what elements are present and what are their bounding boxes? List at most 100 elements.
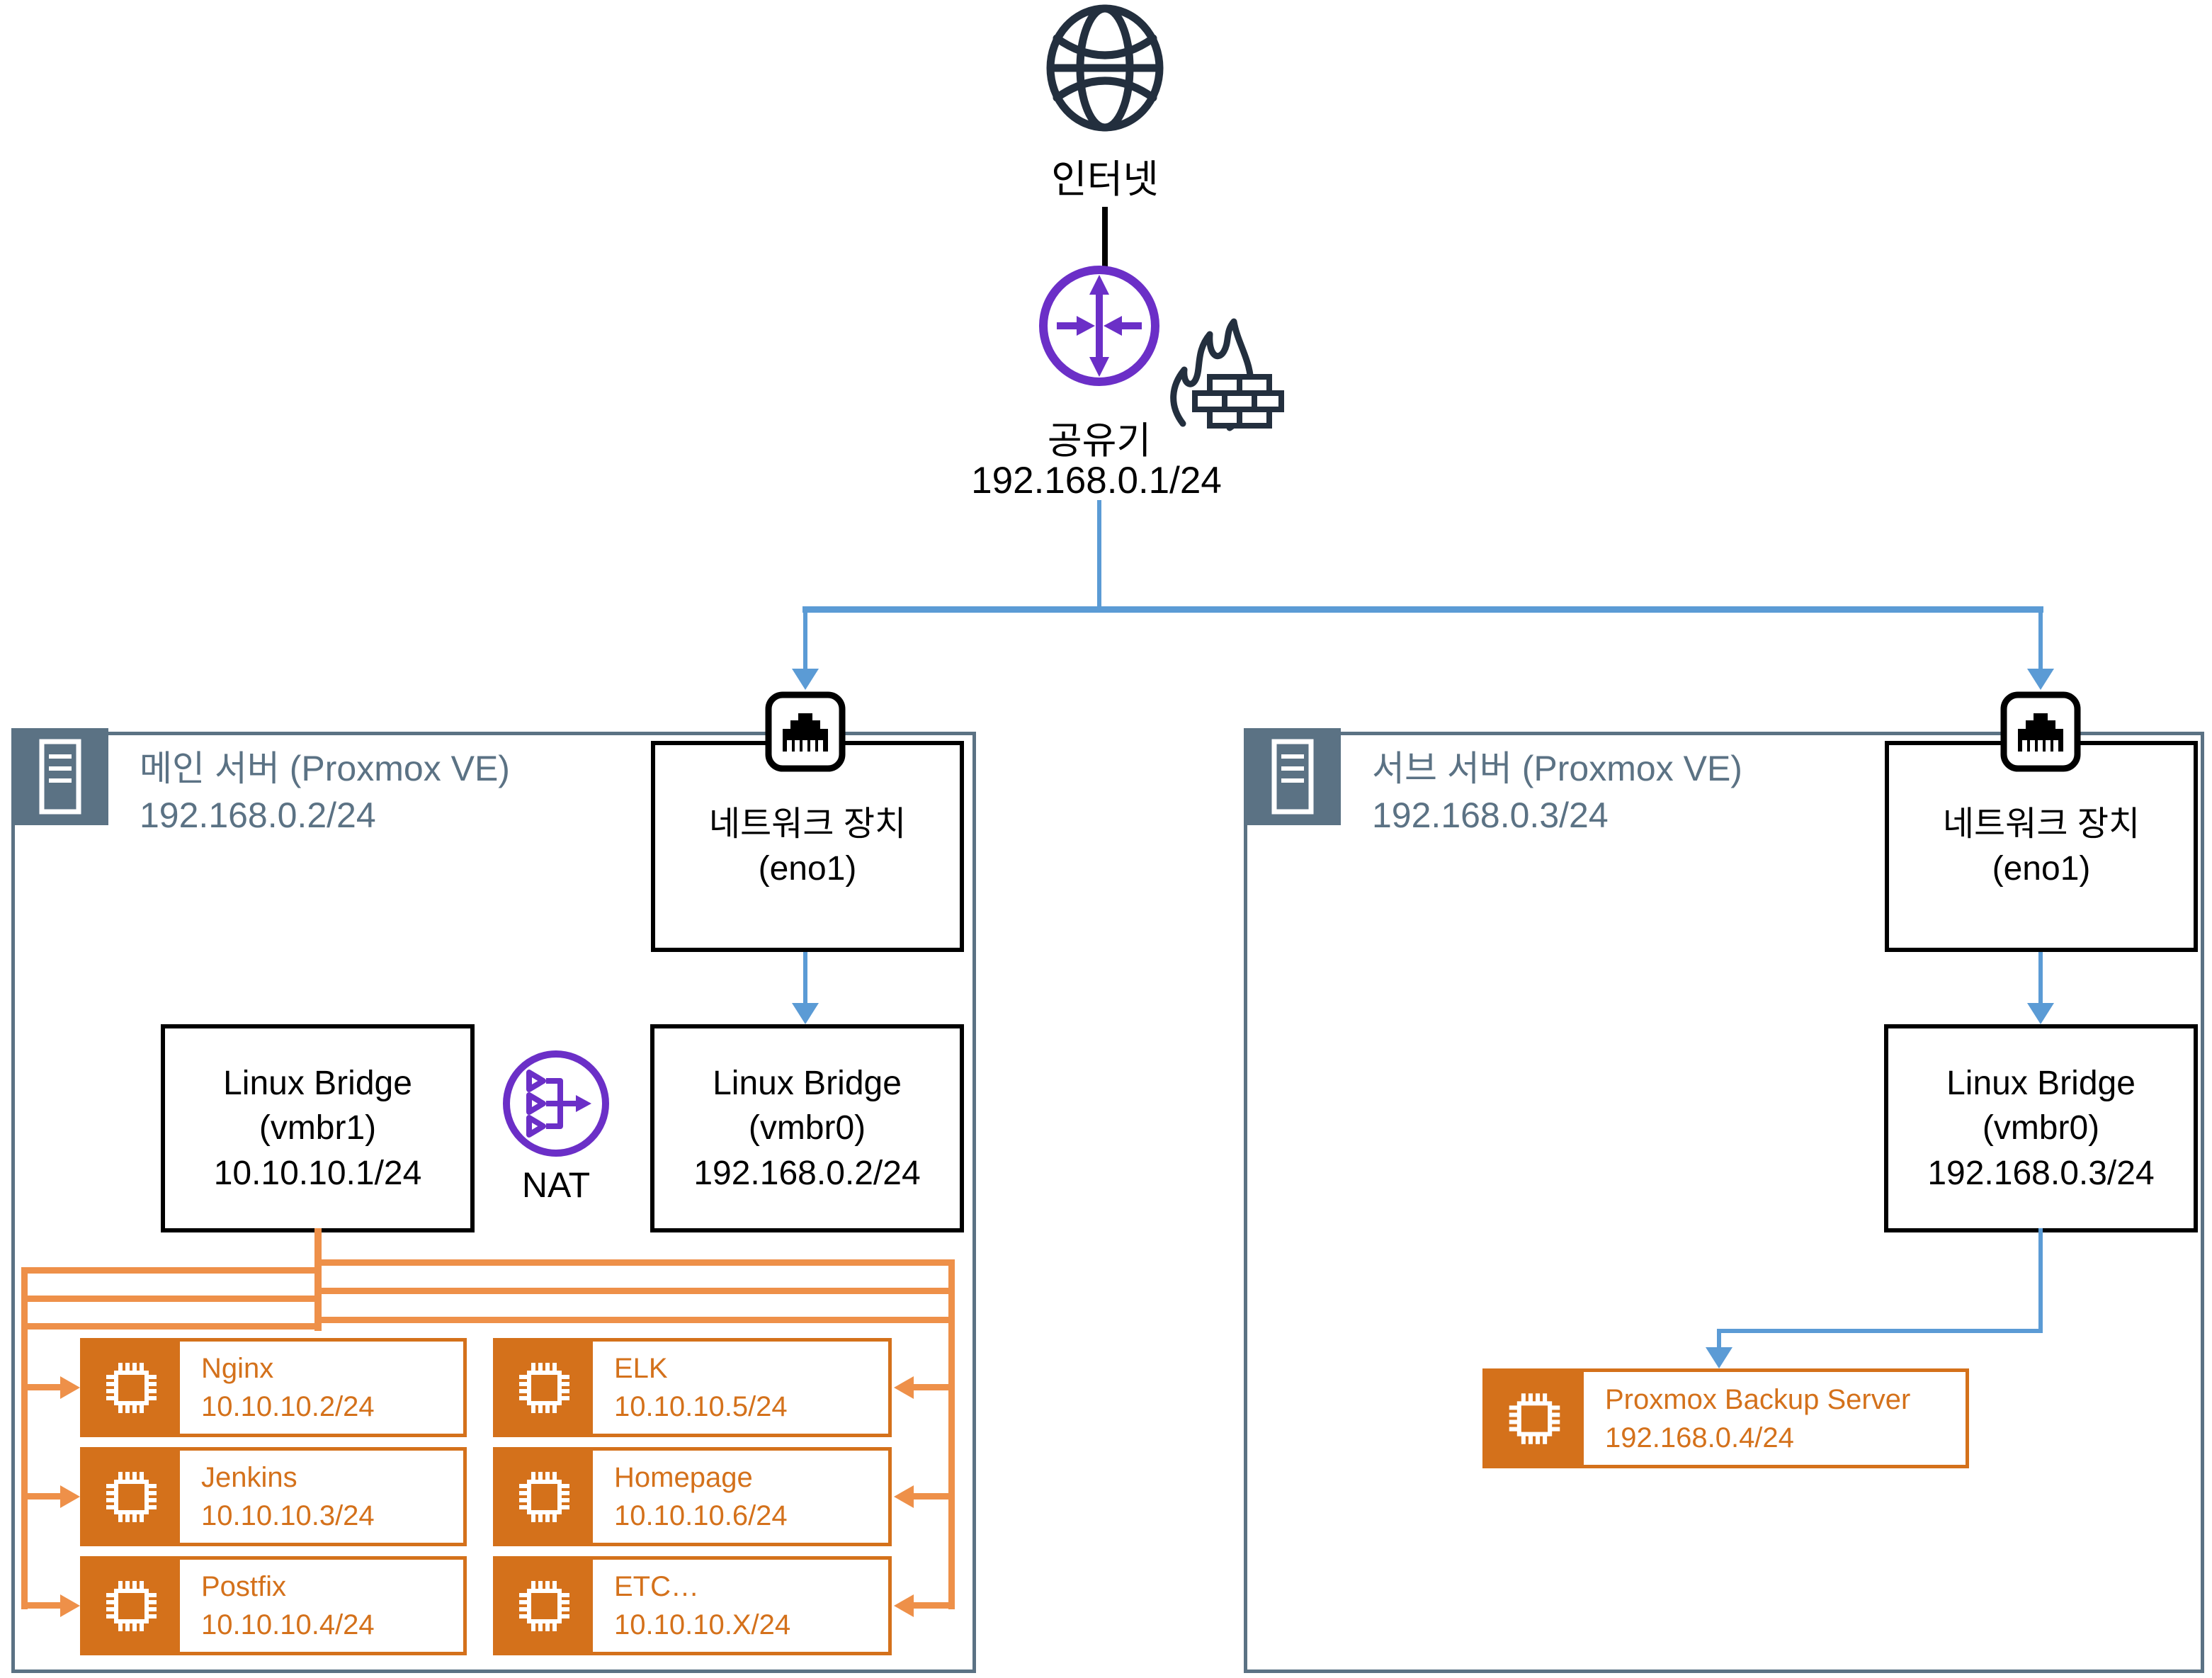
sub-server-badge	[1244, 728, 1341, 825]
vm-name: ETC…	[614, 1571, 699, 1602]
globe-icon	[1046, 4, 1164, 132]
main-nic-line2: (eno1)	[758, 850, 857, 888]
sub-bridge-horizontal-line	[1717, 1329, 2043, 1333]
sub-nic-to-bridge-arrow	[2027, 1003, 2054, 1024]
main-server-ip: 192.168.0.2/24	[140, 795, 376, 835]
sub-nic-to-bridge-line	[2038, 952, 2043, 1004]
chip-icon	[106, 1581, 157, 1631]
bus-right-line-3	[314, 1317, 955, 1323]
sub-bridge0-line3: 192.168.0.3/24	[1927, 1154, 2155, 1192]
ethernet-port-icon	[765, 691, 846, 772]
arrow-head-elk	[894, 1376, 914, 1399]
bus-left-line-2	[21, 1296, 322, 1302]
main-nic-to-bridge-arrow	[792, 1003, 819, 1024]
ethernet-port-icon	[2000, 691, 2081, 772]
vm-chip-cell	[83, 1559, 180, 1653]
vm-box-homepage: Homepage 10.10.10.6/24	[493, 1447, 892, 1546]
sub-server-title: 서브 서버 (Proxmox VE) 192.168.0.3/24	[1372, 745, 1742, 839]
vm-ip: 10.10.10.6/24	[614, 1500, 788, 1531]
arrow-head-nginx	[60, 1376, 80, 1399]
main-server-name: 메인 서버 (Proxmox VE)	[140, 749, 510, 788]
chip-icon	[1509, 1393, 1560, 1444]
main-bridge0-line3: 192.168.0.2/24	[693, 1154, 921, 1192]
main-server-title: 메인 서버 (Proxmox VE) 192.168.0.2/24	[140, 745, 510, 839]
vm-name: Jenkins	[201, 1462, 297, 1493]
vm-name: Postfix	[201, 1571, 287, 1602]
main-nic-to-bridge-line	[803, 952, 807, 1004]
vm-box-elk: ELK 10.10.10.5/24	[493, 1338, 892, 1437]
sub-nic-box: 네트워크 장치 (eno1)	[1885, 741, 2198, 952]
sub-server-name: 서브 서버 (Proxmox VE)	[1372, 749, 1742, 788]
sub-bridge0-line1: Linux Bridge	[1946, 1064, 2136, 1102]
vm-ip: 10.10.10.X/24	[614, 1609, 791, 1640]
left-drop-arrow	[792, 669, 819, 690]
vm-chip-cell	[83, 1450, 180, 1543]
bus-right-vertical	[948, 1259, 955, 1609]
main-server-badge	[11, 728, 108, 825]
firewall-icon	[1170, 318, 1284, 431]
vm-ip: 10.10.10.3/24	[201, 1500, 375, 1531]
vm-ip: 10.10.10.5/24	[614, 1391, 788, 1422]
vm-name: Homepage	[614, 1462, 753, 1493]
bus-left-vertical	[21, 1267, 28, 1609]
backup-server-ip: 192.168.0.4/24	[1605, 1422, 1794, 1453]
main-bridge1-line1: Linux Bridge	[223, 1064, 412, 1102]
bus-right-line-2	[314, 1288, 955, 1294]
left-drop-line	[803, 609, 807, 670]
sub-server-ip: 192.168.0.3/24	[1372, 795, 1609, 835]
vm-box-nginx: Nginx 10.10.10.2/24	[80, 1338, 467, 1437]
arrow-head-etc	[894, 1594, 914, 1617]
backup-drop-line	[1717, 1329, 1721, 1349]
main-server-box	[11, 732, 976, 1673]
sub-bridge0-line2: (vmbr0)	[1982, 1109, 2100, 1147]
arrow-shaft-elk	[914, 1384, 955, 1390]
backup-server-box: Proxmox Backup Server 192.168.0.4/24	[1482, 1368, 1969, 1468]
vm-chip-cell	[1485, 1371, 1584, 1466]
nat-label: NAT	[521, 1165, 591, 1205]
bridge1-stub-line	[314, 1228, 322, 1331]
arrow-head-homepage	[894, 1485, 914, 1508]
vm-chip-cell	[83, 1341, 180, 1434]
internet-arrow-shaft	[1102, 207, 1108, 293]
backup-drop-arrow	[1706, 1347, 1732, 1368]
chip-icon	[519, 1363, 569, 1413]
rack-server-icon	[1271, 739, 1314, 815]
vm-chip-cell	[496, 1559, 593, 1653]
sub-server-box	[1244, 732, 2204, 1673]
vm-box-jenkins: Jenkins 10.10.10.3/24	[80, 1447, 467, 1546]
main-bridge0-line1: Linux Bridge	[713, 1064, 902, 1102]
bus-left-line-1	[21, 1267, 322, 1274]
chip-icon	[519, 1472, 569, 1522]
main-bridge0-box: Linux Bridge (vmbr0) 192.168.0.2/24	[650, 1024, 964, 1232]
bus-left-line-3	[21, 1323, 322, 1330]
sub-bridge0-box: Linux Bridge (vmbr0) 192.168.0.3/24	[1884, 1024, 2198, 1232]
main-nic-line1: 네트워크 장치	[708, 805, 907, 843]
chip-icon	[519, 1581, 569, 1631]
main-bridge1-line2: (vmbr1)	[259, 1109, 377, 1147]
chip-icon	[106, 1472, 157, 1522]
main-bridge1-line3: 10.10.10.1/24	[213, 1154, 422, 1192]
main-nic-box: 네트워크 장치 (eno1)	[651, 741, 964, 952]
vm-name: ELK	[614, 1353, 668, 1384]
internet-label: 인터넷	[1051, 157, 1159, 201]
main-bridge0-line2: (vmbr0)	[748, 1109, 866, 1147]
vm-chip-cell	[496, 1341, 593, 1434]
sub-nic-line2: (eno1)	[1992, 850, 2091, 888]
sub-bridge-drop-line	[2038, 1228, 2043, 1333]
chip-icon	[106, 1363, 157, 1413]
arrow-head-jenkins	[60, 1485, 80, 1508]
arrow-shaft-etc	[914, 1602, 955, 1609]
backup-server-name: Proxmox Backup Server	[1605, 1383, 1911, 1415]
router-ip: 192.168.0.1/24	[971, 460, 1222, 501]
arrow-shaft-jenkins	[28, 1493, 62, 1500]
main-bridge1-box: Linux Bridge (vmbr1) 10.10.10.1/24	[161, 1024, 475, 1232]
vm-ip: 10.10.10.2/24	[201, 1391, 375, 1422]
nat-icon	[503, 1050, 609, 1157]
router-label: 공유기	[1047, 420, 1152, 462]
router-icon	[1039, 266, 1159, 386]
vm-box-postfix: Postfix 10.10.10.4/24	[80, 1556, 467, 1655]
arrow-shaft-nginx	[28, 1384, 62, 1390]
right-drop-arrow	[2027, 669, 2054, 690]
bus-right-line-1	[314, 1259, 955, 1266]
